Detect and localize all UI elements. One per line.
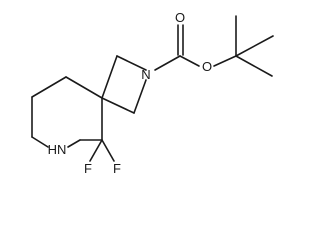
bond-carbonyl-c-ester-o (179, 55, 200, 67)
bond-tbu-methyl-right (235, 35, 274, 57)
bond-cf2-f2 (101, 139, 115, 162)
bond-ch2-bottom-spiro (101, 97, 135, 114)
bond-spiro-c1 (65, 76, 103, 99)
bond-c1-c2 (31, 76, 67, 98)
bond-cf2-f1 (89, 139, 103, 162)
atom-piperidine-nh: HN (48, 142, 67, 157)
fluorine-bonds (89, 139, 115, 162)
bond-nh-c4 (67, 139, 81, 148)
chemical-structure: N O O HN F F (31, 10, 274, 176)
azetidine-ring (101, 55, 147, 114)
bond-spiro-ch2-top (101, 55, 118, 99)
bond-ester-o-tbu (213, 55, 237, 67)
atom-ester-o: O (202, 59, 212, 74)
atom-carbonyl-o: O (175, 10, 185, 25)
atom-azetidine-n: N (141, 67, 150, 82)
bond-c3-nh (31, 136, 49, 148)
boc-group (154, 15, 274, 77)
piperidine-ring (31, 76, 103, 148)
bond-n-ch2-bottom (133, 79, 147, 114)
bond-ch2-top-n (116, 55, 147, 71)
atom-fluorine-1: F (84, 161, 92, 176)
atom-fluorine-2: F (113, 161, 121, 176)
bond-n-carbonyl-c (154, 55, 181, 71)
bond-tbu-methyl-down (235, 55, 273, 77)
